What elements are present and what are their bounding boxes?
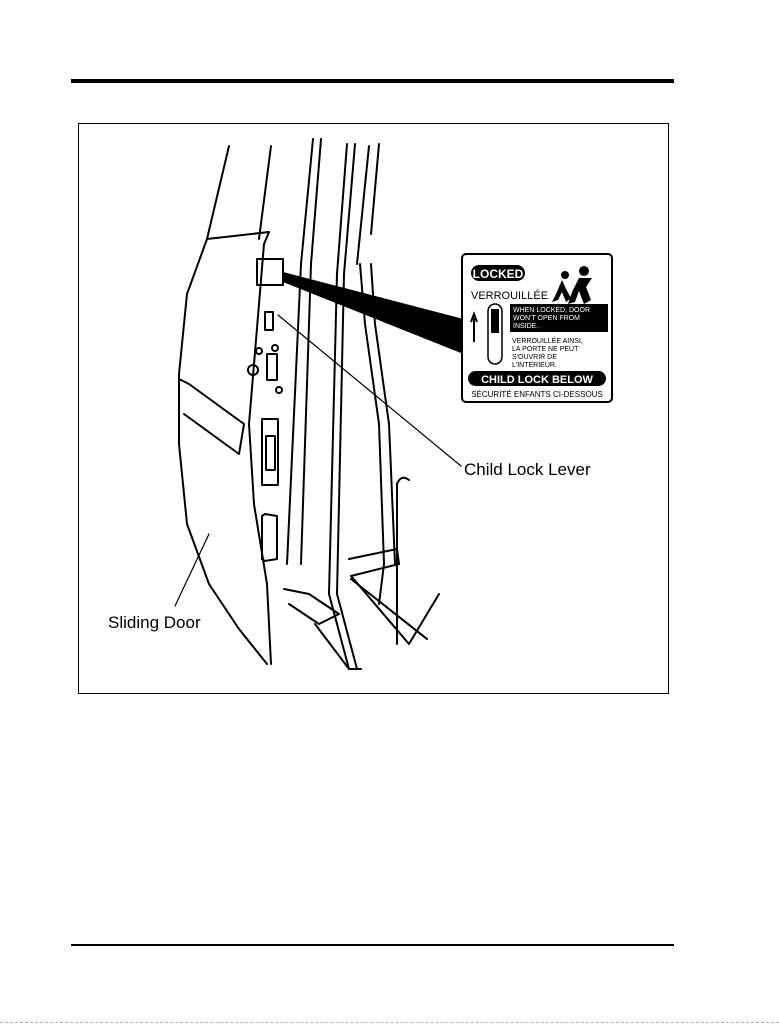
floor-line-2 (351, 576, 439, 644)
door-beltline (179, 379, 244, 454)
pillar-edge-2 (259, 146, 271, 239)
sill-edge (351, 579, 427, 639)
door-outer-skin (179, 239, 267, 664)
frame-line-3 (329, 144, 349, 669)
bolt-1 (256, 348, 262, 354)
warning-fr-3: S'OUVRIR DE (512, 354, 557, 361)
warning-en-3: INSIDE. (513, 323, 538, 330)
label-locked: LOCKED (473, 267, 524, 281)
child-lock-lever-shape (265, 312, 273, 330)
child-lock-figure: LOCKED VERROUILLÉE WHEN LOCKED, DOOR WON… (78, 123, 669, 694)
warning-fr-4: L'INTERIEUR. (512, 362, 557, 369)
label-verrouillee: VERROUILLÉE (471, 289, 548, 302)
label-child-lock-below: CHILD LOCK BELOW (481, 374, 593, 386)
warning-fr-2: LA PORTE NE PEUT (512, 346, 579, 353)
lower-latch (262, 514, 277, 561)
sliding-door-callout: Sliding Door (108, 614, 201, 631)
hook (397, 478, 409, 484)
rail (284, 589, 339, 624)
warning-en-2: WON'T OPEN FROM (513, 315, 580, 322)
warning-en-1: WHEN LOCKED, DOOR (513, 307, 590, 314)
label-securite: SÉCURITÉ ENFANTS CI-DESSOUS (471, 390, 603, 399)
pillar-edge-1 (207, 146, 229, 239)
frame-line-1 (287, 139, 313, 564)
striker-opening (266, 436, 275, 470)
step-1 (349, 549, 399, 576)
bolt-4 (276, 387, 282, 393)
frame-line-2 (301, 139, 321, 564)
bottom-rule (71, 944, 674, 946)
scan-artifact-line (0, 1022, 779, 1024)
door-illustration: LOCKED VERROUILLÉE WHEN LOCKED, DOOR WON… (79, 124, 670, 695)
door-front-edge (249, 232, 271, 664)
child-lock-lever-callout: Child Lock Lever (464, 461, 591, 478)
frame-line-6 (371, 144, 379, 234)
frame-line-5 (357, 146, 369, 264)
top-rule (71, 79, 674, 83)
warning-fr-1: VERROUILLÉE AINSI, (512, 336, 583, 345)
latch-slot (267, 354, 277, 380)
child-lock-label: LOCKED VERROUILLÉE WHEN LOCKED, DOOR WON… (462, 254, 612, 402)
bolt-2 (272, 345, 278, 351)
